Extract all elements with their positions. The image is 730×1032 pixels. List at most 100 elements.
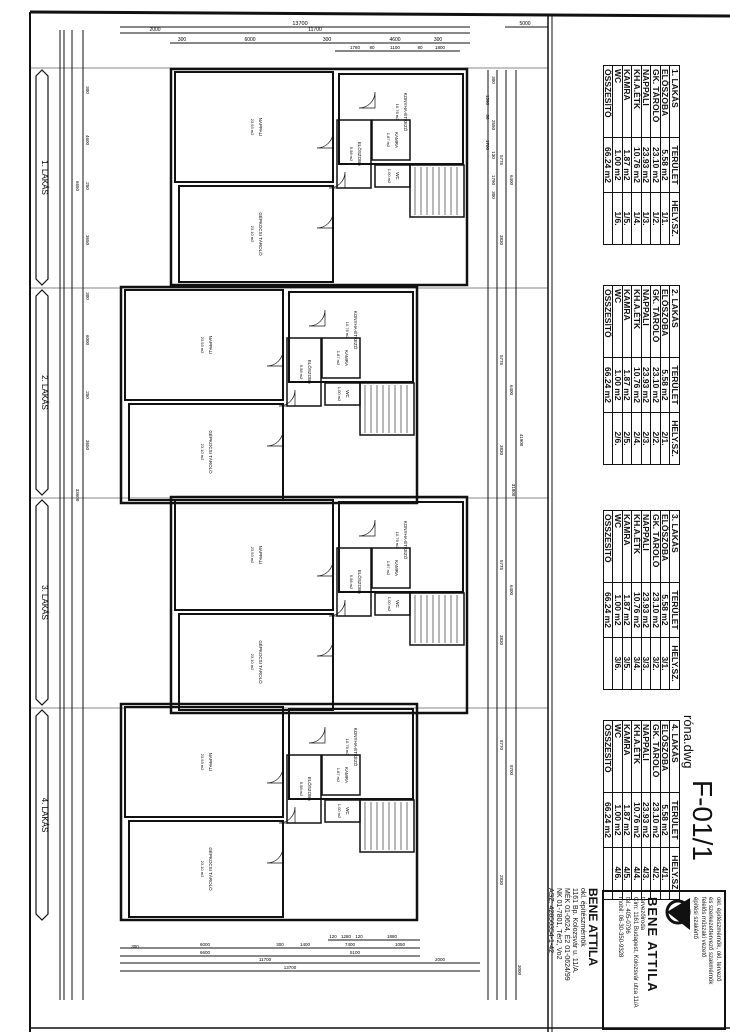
room-name: WC (345, 390, 350, 398)
room-area: 23.93 m2 (200, 337, 205, 354)
table-cell: 1/2. (651, 192, 661, 245)
dimension-label: 7400 (345, 942, 356, 947)
table-cell: GK. TÁROLÓ (651, 285, 661, 358)
dimension-label: 5775 (499, 355, 504, 366)
room-area: 5.58 m2 (349, 147, 354, 162)
dimension-label: 2550 (491, 120, 496, 131)
title-block-line: és szerkezettervező szakmérnök (707, 897, 714, 985)
table-cell (603, 412, 613, 465)
designer-stamp: BENE ATTILA okl. építészmérnök 1161 Bp. … (536, 888, 600, 1018)
column-header: HELY.SZ. (670, 192, 680, 245)
sheet-number: F-01/1 (687, 780, 718, 861)
file-name: róna.dwg (681, 715, 696, 769)
table-cell: 1.00 m2 (613, 792, 623, 848)
room-pantry (371, 547, 411, 589)
dimension-label: 1780 (350, 45, 361, 50)
table-cell: 1/4. (632, 192, 642, 245)
table-cell: GK. TÁROLÓ (651, 65, 661, 138)
door-swing (316, 211, 334, 229)
column-header: 1. LAKÁS (670, 65, 680, 138)
table-cell: 1/1. (660, 192, 671, 245)
total-value: 66.24 m2 (603, 582, 614, 638)
room-name: KONYHA-ÉTKEZŐ (353, 311, 359, 350)
room-name: ELŐSZOBA (357, 142, 363, 166)
title-block-meta: tel.: 405-0796 (624, 897, 631, 934)
stamp-line: NK 01-7801, Tér2, Vo2 (555, 888, 562, 960)
dimension-label: 130 (491, 151, 496, 159)
room-garage (128, 403, 284, 501)
dimension-label: 8770 (499, 740, 504, 751)
dimension-label: 3830 (499, 635, 504, 646)
room-area: 10.76 m2 (345, 322, 350, 339)
dimension-label: 3830 (499, 235, 504, 246)
table-cell: 3/4. (632, 637, 642, 690)
dimension-label: 80 (417, 45, 423, 50)
unit-label: 1. LAKÁS (40, 160, 49, 195)
dimension-label: 6400 (509, 175, 514, 186)
dimension-label: 3650 (85, 440, 90, 451)
dimension-label: 80 (485, 114, 490, 120)
room-area: 1.00 m2 (387, 169, 392, 184)
room-name: GÉPKOCSI TÁROLÓ (258, 640, 264, 684)
unit-band (35, 709, 49, 921)
door-swing (266, 846, 284, 864)
dimension-label: 6400 (509, 585, 514, 596)
table-cell: WC (613, 510, 623, 583)
table-cell: 1/6. (613, 192, 623, 245)
stairs (359, 382, 415, 436)
table-cell: 1/3. (641, 192, 652, 245)
table-cell: 5.58 m2 (660, 582, 671, 638)
room-kitchen (338, 501, 464, 593)
unit-label: 2. LAKÁS (40, 375, 49, 410)
dimension-label: 120 (329, 934, 337, 939)
dimension-label: 250 (85, 182, 90, 190)
dimension-label: 1880 (387, 934, 398, 939)
dimension-label: 3000 (517, 965, 522, 976)
column-header: TERÜLET (670, 582, 680, 638)
table-cell: 10.76 m2 (632, 137, 642, 193)
dimension-label: 13700 (292, 21, 307, 27)
dimension-label: 6650 (75, 181, 80, 192)
column-header: TERÜLET (670, 792, 680, 848)
dimension-label: 1050 (395, 942, 406, 947)
door-swing (328, 171, 346, 189)
unit-band (35, 499, 49, 706)
title-block-meta: mobil: 06-30-350-9328 (617, 897, 623, 958)
dimension-label: 6000 (85, 335, 90, 346)
table-cell: 23.10 m2 (651, 137, 661, 193)
table-cell: WC (613, 285, 623, 358)
room-name: KAMRA (394, 132, 399, 148)
table-cell: 3/5. (622, 637, 633, 690)
table-cell: 3/3. (641, 637, 652, 690)
table-cell: 3/6. (613, 637, 623, 690)
room-name: KAMRA (394, 560, 399, 576)
table-cell: KH.A.ÉTK (632, 720, 642, 793)
door-swing (316, 131, 334, 149)
room-nappali (124, 289, 284, 401)
room-pantry (321, 754, 361, 796)
dimension-label: 300 (491, 76, 496, 84)
total-value: 66.24 m2 (603, 357, 614, 413)
dimension-label: 1280 (341, 934, 352, 939)
table-cell: 2/6. (613, 412, 623, 465)
column-header: 3. LAKÁS (670, 510, 680, 583)
dimension-label: 1400 (300, 942, 311, 947)
stamp-line: 1161 Bp. Kolozsvár u. 11/A. (571, 888, 578, 974)
room-area: 23.10 m2 (200, 861, 205, 878)
table-cell: KAMRA (622, 65, 633, 138)
total-label: ÖSSZESÍTŐ (603, 285, 614, 358)
room-area: 23.10 m2 (250, 226, 255, 243)
door-swing (266, 429, 284, 447)
dimension-label: 1390 (485, 95, 490, 106)
dimension-label: 6000 (200, 942, 211, 947)
